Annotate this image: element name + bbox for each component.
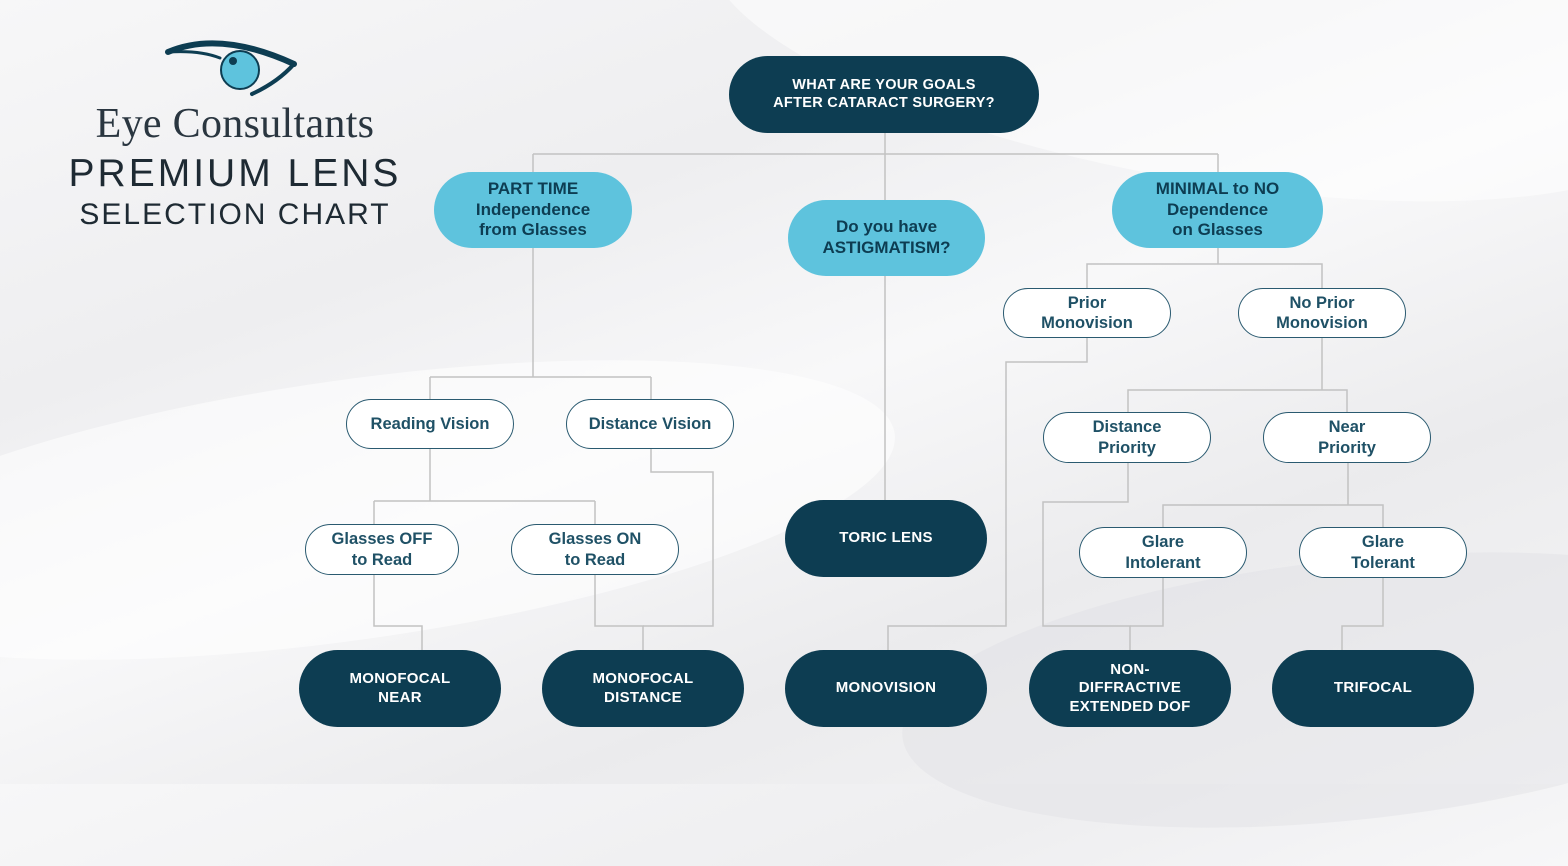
connector bbox=[643, 449, 714, 627]
chart-title-line1: PREMIUM LENS bbox=[68, 152, 402, 195]
minimal-line3: on Glasses bbox=[1172, 220, 1263, 240]
part-time-line1: PART TIME bbox=[487, 178, 579, 198]
chart-title-line2: SELECTION CHART bbox=[79, 198, 391, 231]
connector bbox=[1130, 578, 1164, 627]
connector bbox=[429, 248, 652, 399]
goals-node-line1: WHAT ARE YOUR GOALS bbox=[792, 76, 976, 93]
glare-tolerant-line1: Glare bbox=[1361, 533, 1405, 552]
non-diffractive-line2: DIFFRACTIVE bbox=[1078, 679, 1182, 697]
non-diffractive-line3: EXTENDED DOF bbox=[1069, 697, 1191, 715]
glasses-on-line2: to Read bbox=[564, 550, 626, 569]
toric-lens-node: TORIC LENS bbox=[785, 500, 987, 577]
connector bbox=[373, 449, 596, 524]
minimal-line2: Dependence bbox=[1166, 199, 1269, 219]
reading-vision-node: Reading Vision bbox=[346, 399, 514, 449]
glasses-off-line1: Glasses OFF bbox=[331, 530, 433, 549]
part-time-line2: Independence bbox=[475, 199, 591, 219]
eye-icon bbox=[165, 40, 297, 96]
glasses-off-line2: to Read bbox=[351, 550, 413, 569]
glasses-on-line1: Glasses ON bbox=[548, 530, 642, 549]
connector bbox=[887, 338, 1088, 650]
connector bbox=[1086, 248, 1323, 288]
no-prior-monovision-line2: Monovision bbox=[1276, 314, 1368, 332]
reading-vision-label: Reading Vision bbox=[370, 414, 490, 433]
connector bbox=[1042, 463, 1131, 650]
glare-intolerant-line2: Intolerant bbox=[1125, 553, 1201, 572]
monofocal-distance-line1: MONOFOCAL bbox=[592, 670, 694, 688]
monofocal-near-line2: NEAR bbox=[378, 688, 422, 706]
toric-lens-label: TORIC LENS bbox=[839, 529, 933, 547]
no-prior-monovision-line1: No Prior bbox=[1289, 293, 1355, 312]
prior-monovision-line2: Monovision bbox=[1041, 314, 1133, 332]
prior-monovision-line1: Prior bbox=[1067, 293, 1107, 312]
part-time-line3: from Glasses bbox=[479, 220, 587, 240]
distance-priority-line1: Distance bbox=[1092, 418, 1162, 437]
astigmatism-line2: ASTIGMATISM? bbox=[822, 238, 951, 257]
brand-block: Eye Consultants PREMIUM LENS SELECTION C… bbox=[40, 36, 430, 232]
glare-intolerant-line1: Glare bbox=[1141, 533, 1185, 552]
glare-tolerant-line2: Tolerant bbox=[1351, 553, 1415, 572]
distance-vision-node: Distance Vision bbox=[566, 399, 734, 449]
connector bbox=[1162, 463, 1384, 527]
trifocal-label: TRIFOCAL bbox=[1333, 679, 1413, 697]
brand-name: Eye Consultants bbox=[95, 101, 375, 147]
connector bbox=[1341, 578, 1384, 650]
distance-priority-line2: Priority bbox=[1098, 438, 1156, 457]
connector bbox=[594, 575, 644, 650]
goals-node-line2: AFTER CATARACT SURGERY? bbox=[773, 94, 995, 111]
connector bbox=[373, 575, 423, 650]
connector-lines bbox=[373, 133, 1384, 650]
non-diffractive-line1: NON- bbox=[1110, 661, 1150, 679]
monovision-label: MONOVISION bbox=[835, 679, 937, 697]
minimal-line1: MINIMAL to NO bbox=[1155, 178, 1280, 198]
connector bbox=[1127, 338, 1348, 412]
monofocal-near-line1: MONOFOCAL bbox=[349, 670, 451, 688]
near-priority-line2: Priority bbox=[1318, 438, 1376, 457]
trifocal-node: TRIFOCAL bbox=[1272, 650, 1474, 727]
monofocal-distance-line2: DISTANCE bbox=[604, 688, 682, 706]
monovision-node: MONOVISION bbox=[785, 650, 987, 727]
connector bbox=[532, 133, 1219, 200]
near-priority-line1: Near bbox=[1328, 418, 1366, 437]
astigmatism-line1: Do you have bbox=[835, 217, 938, 237]
distance-vision-label: Distance Vision bbox=[588, 414, 712, 433]
